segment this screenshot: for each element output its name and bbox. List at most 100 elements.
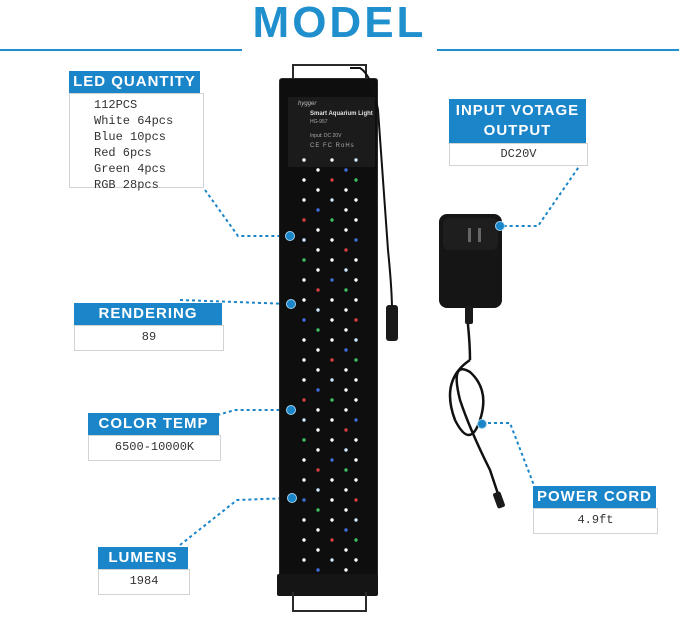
color-temp-value: 6500-10000K: [88, 435, 221, 461]
led-chip: [330, 358, 334, 362]
led-chip: [302, 398, 306, 402]
fixture-input: Input: DC 20V: [310, 133, 342, 139]
led-chip: [344, 408, 348, 412]
led-chip: [316, 188, 320, 192]
power-adapter: [439, 214, 502, 308]
led-chip: [354, 378, 358, 382]
fixture-model-name: Smart Aquarium Light: [310, 111, 373, 117]
led-chip: [354, 338, 358, 342]
led-chip: [302, 318, 306, 322]
led-chip: [354, 198, 358, 202]
led-chip: [302, 478, 306, 482]
callout-dot: [287, 493, 297, 503]
led-chip: [330, 298, 334, 302]
lumens-label: LUMENS: [98, 547, 188, 569]
led-chip: [330, 318, 334, 322]
led-chip: [316, 428, 320, 432]
led-chip: [354, 518, 358, 522]
callout-dot: [477, 419, 487, 429]
led-chip: [302, 278, 306, 282]
led-chip: [354, 458, 358, 462]
adapter-prongs-icon: [468, 228, 481, 242]
led-quantity-line: RGB 28pcs: [94, 178, 159, 192]
rendering-index-value: 89: [74, 325, 224, 351]
callout-dot: [495, 221, 505, 231]
led-chip: [316, 368, 320, 372]
led-chip: [330, 278, 334, 282]
led-chip: [302, 158, 306, 162]
led-chip: [316, 528, 320, 532]
led-chip: [344, 468, 348, 472]
lumens-value: 1984: [98, 569, 190, 595]
led-chip: [354, 178, 358, 182]
led-chip: [302, 458, 306, 462]
voltage-value: DC20V: [449, 143, 588, 166]
led-chip: [302, 358, 306, 362]
led-chip: [316, 348, 320, 352]
led-quantity-line: Red 6pcs: [94, 146, 152, 160]
led-chip: [330, 458, 334, 462]
led-chip: [330, 378, 334, 382]
led-chip: [316, 248, 320, 252]
leader-rendering-index: [179, 299, 291, 305]
led-chip: [316, 448, 320, 452]
led-quantity-box: 112PCS White 64pcs Blue 10pcs Red 6pcs G…: [69, 93, 204, 192]
led-chip: [344, 388, 348, 392]
led-chip: [344, 248, 348, 252]
led-quantity-line: White 64pcs: [94, 114, 174, 128]
led-chip: [330, 218, 334, 222]
led-chip: [344, 308, 348, 312]
led-chip: [316, 168, 320, 172]
fixture-label-plate: hygger Smart Aquarium Light HG-957 Input…: [288, 97, 375, 167]
led-chip: [302, 238, 306, 242]
led-chip: [316, 328, 320, 332]
led-chip: [330, 238, 334, 242]
led-chip: [316, 228, 320, 232]
led-chip: [344, 448, 348, 452]
led-chip: [344, 528, 348, 532]
leader-lumens: [179, 497, 292, 546]
led-chip: [354, 298, 358, 302]
led-chip: [302, 298, 306, 302]
led-chip: [316, 508, 320, 512]
leader-led-quantity: [204, 189, 287, 237]
led-chip: [330, 398, 334, 402]
led-chip: [344, 268, 348, 272]
led-chip: [302, 438, 306, 442]
led-chip: [354, 238, 358, 242]
fixture-model-no: HG-957: [310, 119, 328, 125]
fixture-body: hygger Smart Aquarium Light HG-957 Input…: [279, 78, 378, 595]
led-chip: [354, 278, 358, 282]
led-chip: [344, 488, 348, 492]
led-chip: [316, 388, 320, 392]
led-chip: [302, 418, 306, 422]
led-chip: [330, 478, 334, 482]
led-chip: [302, 498, 306, 502]
fixture-led-array: [302, 158, 358, 592]
led-quantity-line: Blue 10pcs: [94, 130, 167, 144]
fixture-end-cap: [277, 574, 378, 596]
led-chip: [354, 478, 358, 482]
led-chip: [354, 158, 358, 162]
led-chip: [316, 488, 320, 492]
led-chip: [316, 468, 320, 472]
page-title: MODEL: [252, 0, 427, 47]
led-chip: [344, 208, 348, 212]
led-chip: [344, 428, 348, 432]
led-chip: [330, 338, 334, 342]
power-cord-value: 4.9ft: [533, 508, 658, 534]
callout-dot: [286, 405, 296, 415]
led-chip: [302, 178, 306, 182]
led-chip: [316, 268, 320, 272]
led-chip: [302, 338, 306, 342]
led-chip: [302, 218, 306, 222]
led-chip: [344, 368, 348, 372]
led-chip: [302, 258, 306, 262]
led-chip: [302, 558, 306, 562]
color-temp-label: COLOR TEMP: [88, 413, 219, 435]
led-chip: [354, 538, 358, 542]
led-chip: [330, 198, 334, 202]
callout-dot: [285, 231, 295, 241]
